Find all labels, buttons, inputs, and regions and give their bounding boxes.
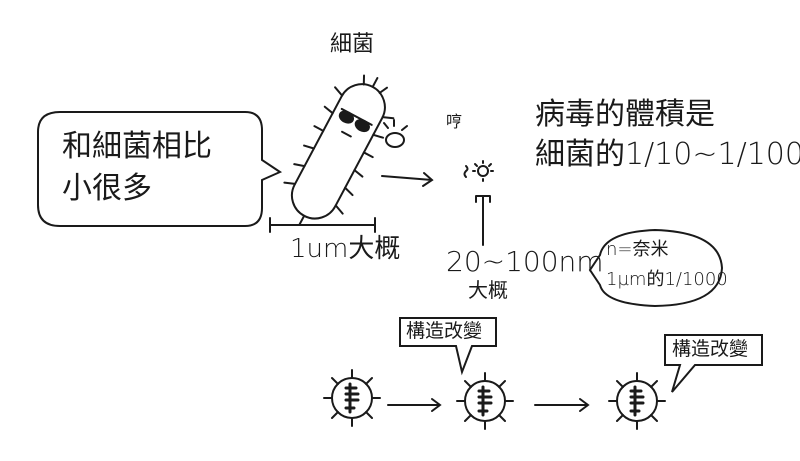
mutation-label-1: 構造改變 — [406, 320, 483, 342]
virus-icon-1 — [323, 369, 381, 427]
virus-scale-bar — [475, 195, 491, 246]
tiny-virus-icon — [463, 160, 494, 182]
left-bubble-line-1: 和細菌相比 — [62, 129, 212, 164]
nano-bubble-line-1: n=奈米 — [606, 239, 669, 260]
bacterium-flagella — [283, 74, 395, 226]
bacteria-scale-bar — [269, 217, 376, 233]
bacterium-drawing — [283, 74, 395, 226]
virus-size-approx: 大概 — [468, 278, 508, 302]
left-speech-bubble — [37, 111, 283, 227]
left-bubble-line-2: 小很多 — [62, 171, 152, 206]
virus-icon-3 — [608, 372, 666, 430]
nano-speech-bubble — [588, 228, 724, 308]
virus-icon-2 — [456, 372, 514, 430]
puff-icon — [383, 119, 408, 148]
arrow-icon — [381, 172, 434, 187]
arrow-icon — [387, 398, 442, 412]
virus-size-value: 20~100nm — [446, 245, 604, 278]
bacteria-label: 細菌 — [330, 32, 375, 57]
ratio-line-1: 病毒的體積是 — [535, 97, 715, 132]
mutation-box-1 — [399, 317, 497, 376]
arrow-icon — [534, 398, 590, 412]
nano-bubble-line-2: 1µm的1/1000 — [606, 269, 728, 290]
mutation-label-2: 構造改變 — [672, 338, 749, 360]
virus-sound-text: 哼 — [446, 112, 463, 131]
sunglasses-icon — [338, 107, 373, 138]
mutation-box-2 — [664, 334, 763, 393]
ratio-line-2: 細菌的1/10~1/100 — [535, 137, 800, 172]
bacteria-scale-text: 1um大概 — [290, 234, 401, 264]
